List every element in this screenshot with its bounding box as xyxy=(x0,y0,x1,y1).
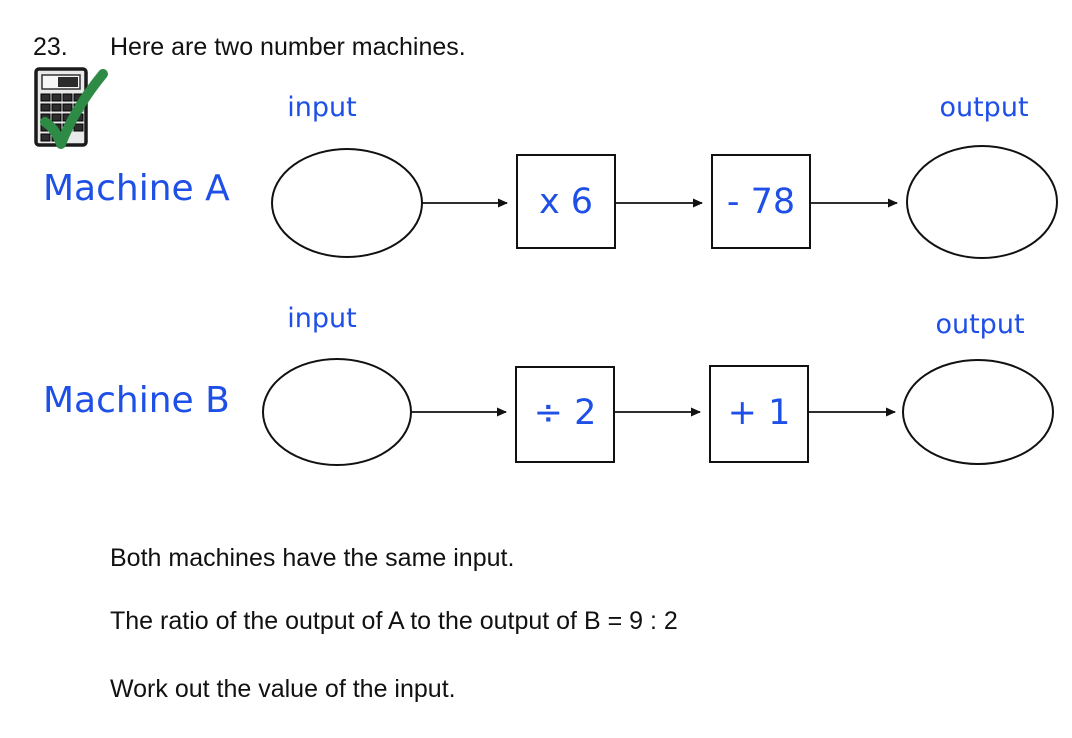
machine-a-flow xyxy=(271,145,1058,259)
calculator-check-icon xyxy=(34,67,108,149)
question-intro: Here are two number machines. xyxy=(110,33,466,61)
machine-a-output-ellipse xyxy=(906,145,1058,259)
machine-b-operation-2: + 1 xyxy=(727,393,791,433)
machine-b-input-label: input xyxy=(287,303,357,334)
machine-a-input-label: input xyxy=(287,92,357,123)
green-checkmark-icon xyxy=(40,69,108,149)
statement-same-input: Both machines have the same input. xyxy=(110,544,515,572)
machine-b-flow xyxy=(262,358,1054,466)
statement-ratio: The ratio of the output of A to the outp… xyxy=(110,607,678,635)
machine-a-label: Machine A xyxy=(43,168,230,209)
machine-b-input-ellipse xyxy=(262,358,412,466)
machine-b-output-label: output xyxy=(935,309,1025,340)
question-number: 23. xyxy=(33,33,68,61)
statement-task: Work out the value of the input. xyxy=(110,675,456,703)
machine-a-operation-1: x 6 xyxy=(538,182,594,222)
machine-a-output-label: output xyxy=(939,92,1029,123)
machine-b-operation-1: ÷ 2 xyxy=(533,393,597,433)
machine-b-output-ellipse xyxy=(902,359,1054,465)
machine-b-label: Machine B xyxy=(43,380,230,421)
machine-a-operation-2: - 78 xyxy=(726,182,796,222)
machine-a-input-ellipse xyxy=(271,148,423,258)
